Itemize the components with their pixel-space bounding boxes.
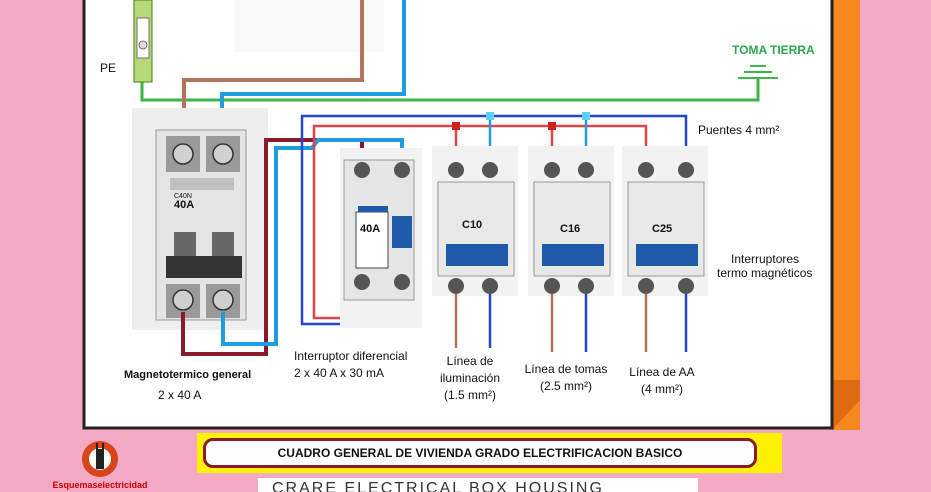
bottom-banner-text: CRARE ELECTRICAL BOX HOUSING	[272, 480, 604, 492]
linea-aa-label-1: Línea de AA	[629, 365, 695, 379]
panel-bottom-bevel	[832, 380, 860, 430]
toma-tierra-label: TOMA TIERRA	[732, 43, 815, 57]
junction-red-2	[548, 122, 556, 130]
c16-label: C16	[560, 223, 580, 235]
magneto-label-1: Magnetotermico general	[124, 369, 252, 381]
c25-label: C25	[652, 223, 672, 235]
general-breaker-model: C40N	[174, 193, 192, 200]
title-bar: CUADRO GENERAL DE VIVIENDA GRADO ELECTRI…	[197, 433, 782, 473]
diferencial-label-1: Interruptor diferencial	[294, 349, 408, 363]
logo-text: Esquemaselectricidad	[52, 480, 148, 490]
general-out-red-wire	[181, 138, 364, 356]
linea-ilum-label-3: (1.5 mm²)	[444, 388, 496, 402]
bottom-banner: CRARE ELECTRICAL BOX HOUSING	[258, 478, 698, 492]
diagram-title: CUADRO GENERAL DE VIVIENDA GRADO ELECTRI…	[203, 438, 757, 468]
junction-red-1	[452, 122, 460, 130]
linea-ilum-label-2: iluminación	[439, 371, 501, 385]
pe-label: PE	[100, 61, 117, 75]
junction-blue-2	[582, 112, 590, 120]
general-breaker-rating: 40A	[174, 199, 194, 211]
linea-aa-label-2: (4 mm²)	[641, 382, 683, 396]
earth-symbol	[738, 65, 778, 79]
linea-ilum-label-1: Línea de	[446, 354, 494, 368]
n-label: N	[410, 0, 418, 3]
puentes-label: Puentes 4 mm²	[698, 123, 780, 137]
breaker-c10: C10	[432, 146, 518, 296]
general-out-blue-wire	[221, 138, 404, 346]
differential-switch: 40A	[340, 148, 422, 328]
plug-icon	[82, 441, 118, 477]
junction-blue-1	[486, 112, 494, 120]
interruptores-label-2: termo magnéticos	[717, 266, 813, 280]
magneto-label-2: 2 x 40 A	[158, 388, 202, 402]
pe-terminal	[133, 0, 153, 83]
linea-tomas-label-2: (2.5 mm²)	[540, 379, 592, 393]
panel-side	[832, 0, 860, 430]
diferencial-label-2: 2 x 40 A x 30 mA	[294, 366, 385, 380]
breaker-c16: C16	[528, 146, 614, 296]
breaker-c25: C25	[622, 146, 708, 296]
general-breaker: 40A C40N	[132, 108, 268, 330]
interruptores-label-1: Interruptores	[731, 252, 800, 266]
c10-label: C10	[462, 219, 482, 231]
site-logo: Esquemaselectricidad	[30, 437, 170, 490]
scan-box-left	[234, 0, 384, 52]
linea-tomas-label-1: Línea de tomas	[524, 362, 608, 376]
differential-rating: 40A	[360, 223, 380, 235]
